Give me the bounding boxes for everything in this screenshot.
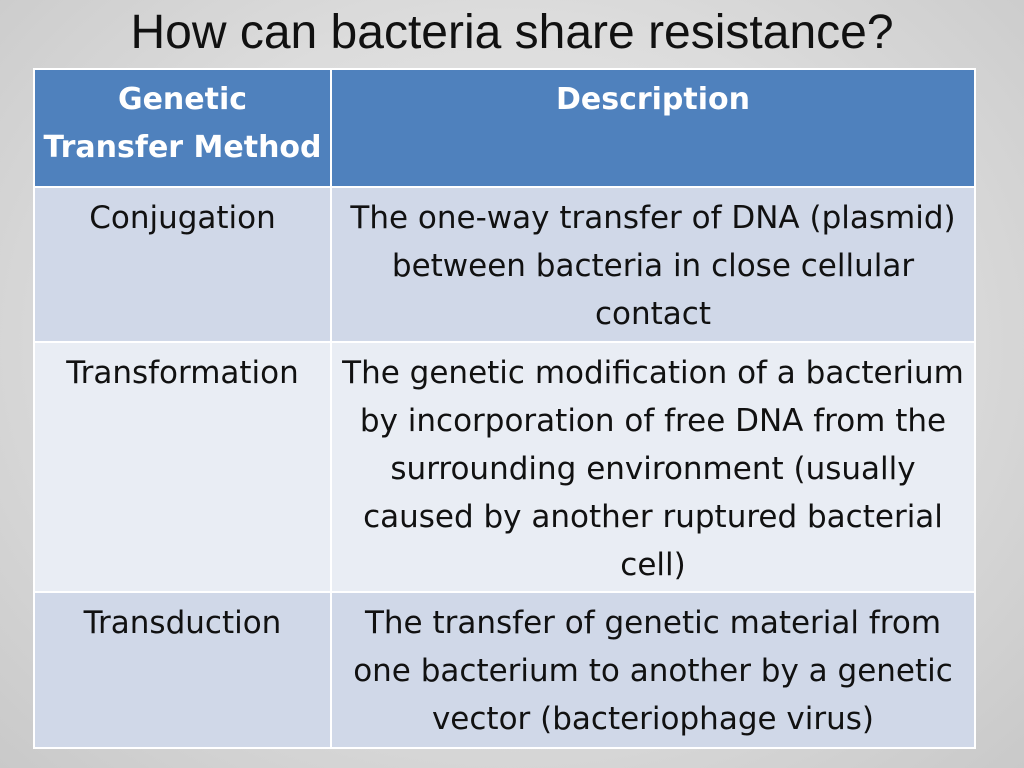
description-cell: The genetic modification of a bacterium … — [330, 341, 976, 593]
header-description: Description — [330, 68, 976, 188]
method-cell: Conjugation — [33, 186, 332, 343]
slide-title: How can bacteria share resistance? — [130, 6, 894, 59]
table-row: Transduction The transfer of genetic mat… — [33, 591, 976, 749]
header-method: Genetic Transfer Method — [33, 68, 332, 188]
table-row: Conjugation The one-way transfer of DNA … — [33, 186, 976, 343]
table-row: Transformation The genetic modification … — [33, 341, 976, 593]
table-container: Genetic Transfer Method Description Conj… — [33, 68, 976, 749]
method-cell: Transduction — [33, 591, 332, 749]
table-header-row: Genetic Transfer Method Description — [33, 68, 976, 188]
description-cell: The transfer of genetic material from on… — [330, 591, 976, 749]
method-cell: Transformation — [33, 341, 332, 593]
genetic-transfer-table: Genetic Transfer Method Description Conj… — [33, 68, 976, 749]
description-cell: The one-way transfer of DNA (plasmid) be… — [330, 186, 976, 343]
